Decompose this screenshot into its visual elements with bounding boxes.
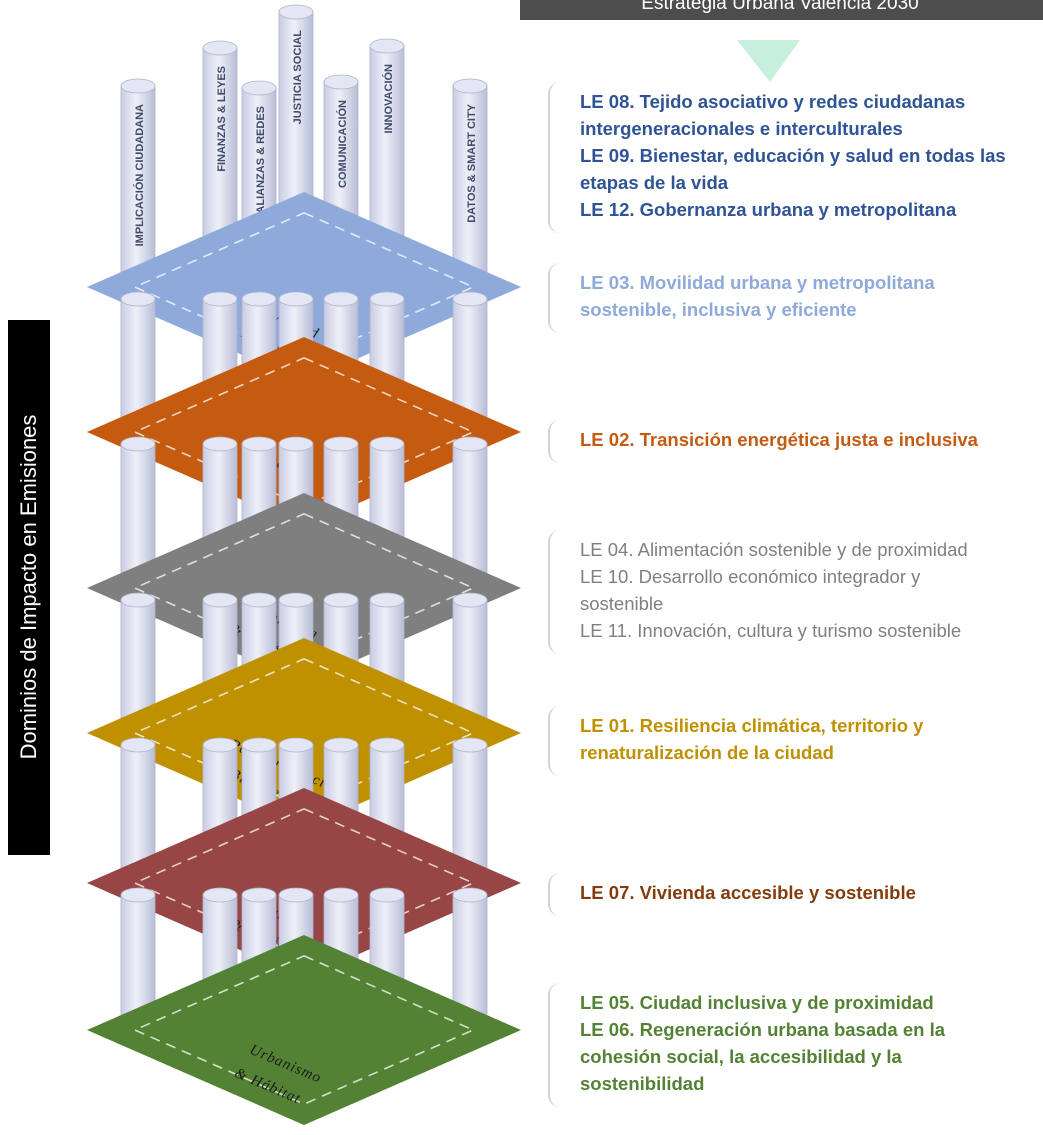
pillar-label: COMUNICACIÓN <box>336 100 349 188</box>
strategic-line-text: LE 08. Tejido asociativo y redes ciudada… <box>580 91 966 112</box>
bracket-icon <box>548 420 570 463</box>
strategic-line-text: intergeneracionales e interculturales <box>580 118 903 139</box>
side-label: Dominios de Impacto en Emisiones <box>16 415 41 760</box>
strategic-line-text: LE 11. Innovación, cultura y turismo sos… <box>580 620 962 641</box>
strategic-line-group: LE 02. Transición energética justa e inc… <box>548 420 1038 463</box>
strategic-line-text: LE 10. Desarrollo económico integrador y <box>580 566 921 587</box>
strategic-line-text: LE 12. Gobernanza urbana y metropolitana <box>580 199 957 220</box>
platform-6: Urbanismo& Hábitat <box>87 935 521 1125</box>
strategic-line-text: LE 09. Bienestar, educación y salud en t… <box>580 145 1006 166</box>
strategic-line-text: sostenible <box>580 593 664 614</box>
strategic-line-text: sostenibilidad <box>580 1073 705 1094</box>
side-label-box <box>8 320 50 855</box>
strategic-line-text: LE 01. Resiliencia climática, territorio… <box>580 715 924 736</box>
bracket-icon <box>548 873 570 916</box>
strategic-line-group: LE 01. Resiliencia climática, territorio… <box>548 706 1038 776</box>
strategic-line-group: LE 08. Tejido asociativo y redes ciudada… <box>548 82 1038 233</box>
down-arrow-icon <box>737 40 800 82</box>
strategic-line-text: renaturalización de la ciudad <box>580 742 834 763</box>
strategic-line-text: LE 02. Transición energética justa e inc… <box>580 429 978 450</box>
strategic-line-group: LE 04. Alimentación sostenible y de prox… <box>548 530 1038 654</box>
strategic-line-text: etapas de la vida <box>580 172 729 193</box>
bracket-icon <box>548 983 570 1107</box>
strategic-line-group: LE 07. Vivienda accesible y sostenible <box>548 873 1038 916</box>
pillar-label: IMPLICACIÓN CIUDADANA <box>133 104 146 246</box>
strategic-line-text: LE 07. Vivienda accesible y sostenible <box>580 882 916 903</box>
bracket-icon <box>548 706 570 776</box>
strategic-line-text: LE 06. Regeneración urbana basada en la <box>580 1019 945 1040</box>
strategic-line-text: LE 04. Alimentación sostenible y de prox… <box>580 539 968 560</box>
pillar-label: INNOVACIÓN <box>382 64 395 134</box>
header-title: Estrategia Urbana Valencia 2030 <box>641 0 918 14</box>
pillar-label: DATOS & SMART CITY <box>466 103 478 222</box>
bracket-icon <box>548 82 570 233</box>
bracket-icon <box>548 263 570 333</box>
pillar-label: ALIANZAS & REDES <box>255 106 267 214</box>
pillar-label: FINANZAS & LEYES <box>216 66 228 172</box>
strategic-line-text: LE 03. Movilidad urbana y metropolitana <box>580 272 935 293</box>
strategic-line-group: LE 03. Movilidad urbana y metropolitana s… <box>548 263 1038 333</box>
strategic-line-text: sostenible, inclusiva y eficiente <box>580 299 857 320</box>
header-banner: Estrategia Urbana Valencia 2030 <box>520 0 1043 20</box>
strategic-line-text: LE 05. Ciudad inclusiva y de proximidad <box>580 992 934 1013</box>
strategic-line-text: cohesión social, la accesibilidad y la <box>580 1046 902 1067</box>
bracket-icon <box>548 530 570 654</box>
pillar-label: JUSTICIA SOCIAL <box>292 30 304 125</box>
